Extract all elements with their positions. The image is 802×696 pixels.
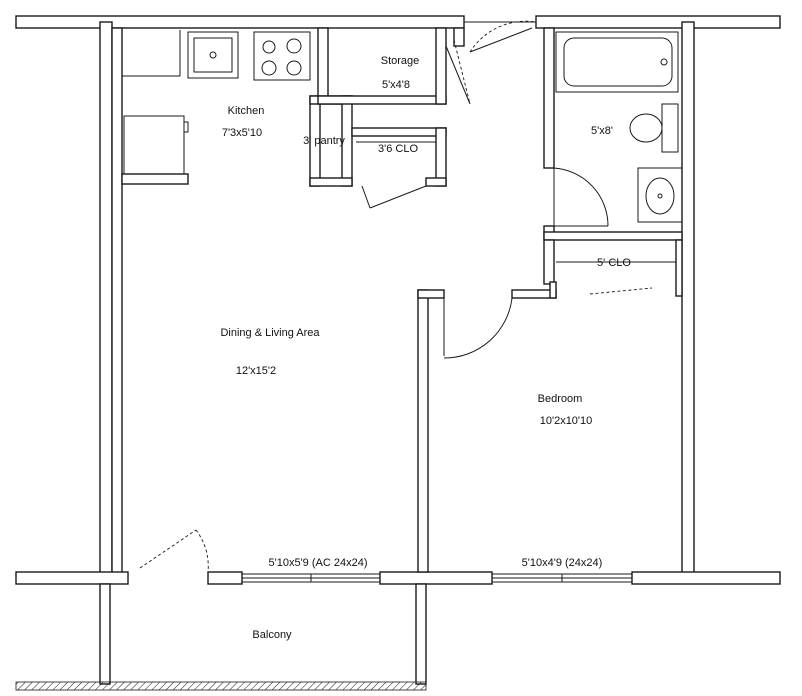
doors	[139, 39, 653, 573]
interior-walls	[121, 27, 683, 573]
bedroom-window	[491, 573, 633, 583]
bathtub	[555, 31, 679, 93]
storage-label: Storage	[381, 55, 420, 67]
bath-size: 5'x8'	[591, 125, 613, 137]
exterior-walls	[15, 15, 781, 585]
balcony	[15, 583, 427, 691]
vanity-sink	[637, 167, 683, 223]
kitchen-size: 7'3x5'10	[222, 127, 262, 139]
kitchen-counter	[122, 30, 189, 175]
room-labels: Kitchen 7'3x5'10 Storage 5'x4'8 3' pantr…	[220, 55, 631, 641]
bedroom-label: Bedroom	[538, 393, 583, 405]
living-window-label: 5'10x5'9 (AC 24x24)	[269, 557, 368, 569]
bedroom-window-label: 5'10x4'9 (24x24)	[522, 557, 603, 569]
fixtures	[122, 30, 683, 263]
storage-size: 5'x4'8	[382, 79, 410, 91]
living-label: Dining & Living Area	[220, 327, 320, 339]
closet-bed-label: 5' CLO	[597, 257, 631, 269]
kitchen-label: Kitchen	[228, 105, 265, 117]
closet-hall-label: 3'6 CLO	[378, 143, 418, 155]
toilet	[629, 103, 679, 153]
windows	[241, 20, 633, 583]
stove	[253, 31, 311, 81]
pantry-label: 3' pantry	[303, 135, 345, 147]
living-size: 12'x15'2	[236, 365, 276, 377]
kitchen-sink	[187, 31, 239, 79]
bedroom-size: 10'2x10'10	[540, 415, 593, 427]
living-window	[241, 573, 381, 583]
balcony-label: Balcony	[252, 629, 292, 641]
entry-door	[464, 20, 537, 53]
